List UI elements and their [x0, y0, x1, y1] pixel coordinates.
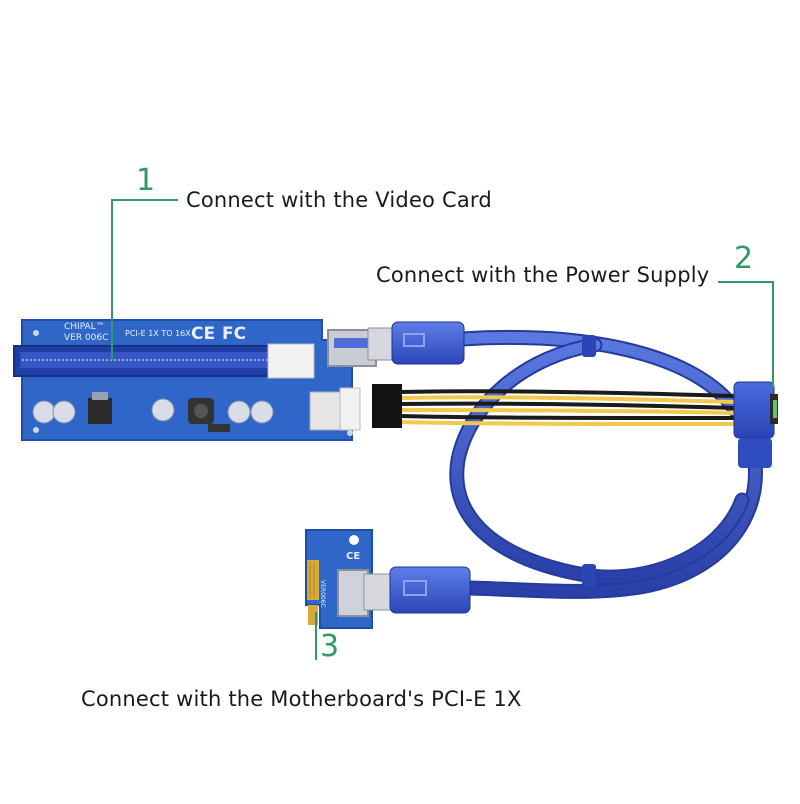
- usb-plug-board-side: [367, 321, 465, 365]
- board-fc-mark: FC: [222, 324, 247, 344]
- callout-line-1: [111, 199, 178, 360]
- pcie-1x-adapter: [305, 529, 373, 629]
- board-model: PCI-E 1X TO 16X: [125, 329, 191, 338]
- callout-label-2: Connect with the Power Supply: [376, 263, 710, 287]
- callout-label-3: Connect with the Motherboard's PCI-E 1X: [81, 687, 522, 711]
- board-brand: CHIPAL™: [64, 322, 105, 332]
- callout-number-1: 1: [136, 163, 156, 198]
- usb-plug-adapter-side: [363, 566, 471, 614]
- callout-label-1: Connect with the Video Card: [186, 188, 492, 212]
- callout-lines: [111, 199, 774, 660]
- board-version: VER 006C: [64, 333, 109, 343]
- callout-number-3: 3: [320, 629, 340, 664]
- callout-line-2: [718, 281, 774, 388]
- callout-number-2: 2: [734, 241, 754, 276]
- riser-board: [13, 319, 402, 441]
- power-wires: [398, 389, 737, 426]
- usb-cable: [449, 329, 763, 599]
- adapter-version: VER006C: [319, 580, 326, 608]
- board-ce-mark: CE: [191, 324, 216, 344]
- adapter-ce-mark: CE: [346, 551, 361, 562]
- sata-connector: [733, 381, 778, 468]
